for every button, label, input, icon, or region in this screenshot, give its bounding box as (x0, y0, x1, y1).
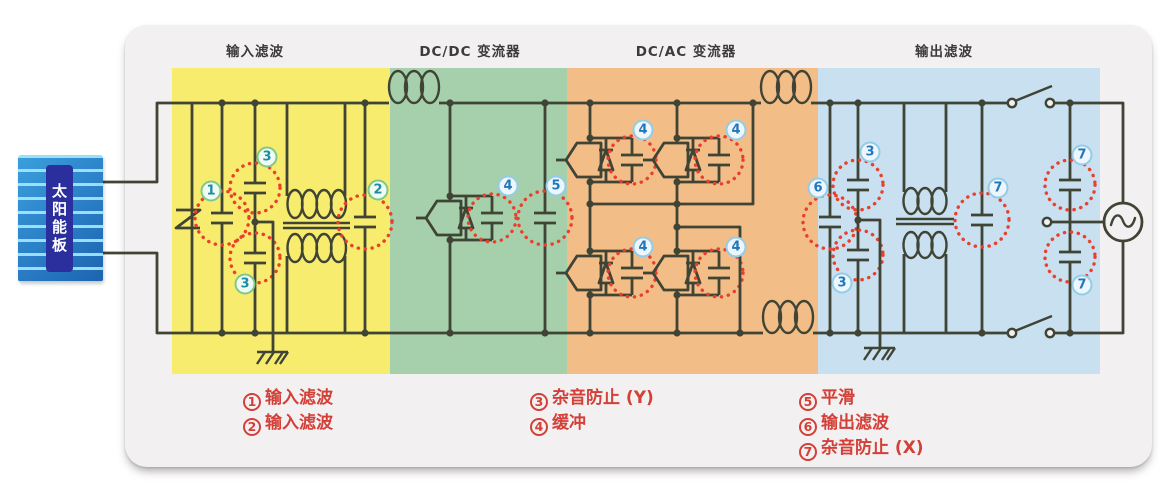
capacitor-3y-out-top (845, 178, 871, 192)
junction-dots (218, 99, 1074, 337)
igbt-cell-bottom-left (554, 245, 658, 301)
input-filter-circuit (174, 103, 394, 366)
legend-marker-1: 1 (243, 392, 261, 411)
section-header-dcdc-converter: DC/DC 变流器 (419, 44, 521, 60)
legend-marker-7: 7 (799, 442, 817, 461)
capacitor-3y-top (242, 181, 268, 195)
legend-text: 输出滤波 (821, 413, 889, 433)
ground-symbol (255, 350, 290, 366)
section-input-filter (172, 68, 390, 374)
switch-top (1006, 84, 1056, 109)
section-header-dcac-converter: DC/AC 变流器 (635, 44, 737, 60)
capacitor-7x-top (1057, 178, 1083, 192)
legend-marker-3: 3 (530, 392, 548, 411)
ac-source (1102, 201, 1144, 243)
inductor-output-top (759, 69, 813, 105)
legend-text: 输入滤波 (265, 413, 333, 433)
common-mode-choke-output (896, 103, 954, 333)
igbt-cell-top-right (641, 132, 745, 188)
ground-symbol-output (862, 346, 897, 362)
capacitor-5 (532, 211, 558, 225)
solar-panel-label: 太阳能板 (46, 165, 73, 272)
section-dcac-converter (567, 68, 818, 374)
legend-text: 输入滤波 (265, 388, 333, 408)
solar-panel: 太阳能板 (18, 155, 103, 282)
section-header-input-filter: 输入滤波 (226, 44, 284, 60)
igbt-cell-bottom-right (641, 245, 745, 301)
legend-marker-5: 5 (799, 392, 817, 411)
dcdc-converter-circuit (414, 103, 574, 333)
legend-marker-6: 6 (799, 417, 817, 436)
section-dcdc-converter (390, 68, 567, 374)
switch-bottom (1006, 314, 1056, 339)
inductor-output-bottom (761, 299, 815, 335)
neutral-terminal (1041, 216, 1053, 228)
igbt-cell-top-left (554, 132, 658, 188)
output-filter-circuit (801, 84, 1104, 362)
dcac-inverter-circuit (554, 103, 755, 333)
legend-text: 杂音防止 (X) (821, 438, 924, 458)
common-mode-choke-input (283, 103, 350, 333)
legend-text: 缓冲 (552, 413, 586, 433)
legend-text: 杂音防止 (Y) (552, 388, 654, 408)
capacitor-1 (209, 211, 235, 225)
legend-marker-2: 2 (243, 417, 261, 436)
capacitor-6 (817, 215, 843, 229)
capacitor-2 (352, 215, 378, 229)
capacitor-3y-out-bottom (845, 248, 871, 262)
varistor (174, 208, 202, 230)
section-header-output-filter: 输出滤波 (915, 44, 973, 60)
capacitor-7-line (969, 213, 995, 227)
legend-marker-4: 4 (530, 417, 548, 436)
legend-text: 平滑 (821, 388, 855, 408)
inductor-dc-link (387, 69, 441, 105)
igbt-cell-dcdc (414, 190, 518, 246)
capacitor-7x-bottom (1057, 250, 1083, 264)
capacitor-3y-bottom (242, 251, 268, 265)
